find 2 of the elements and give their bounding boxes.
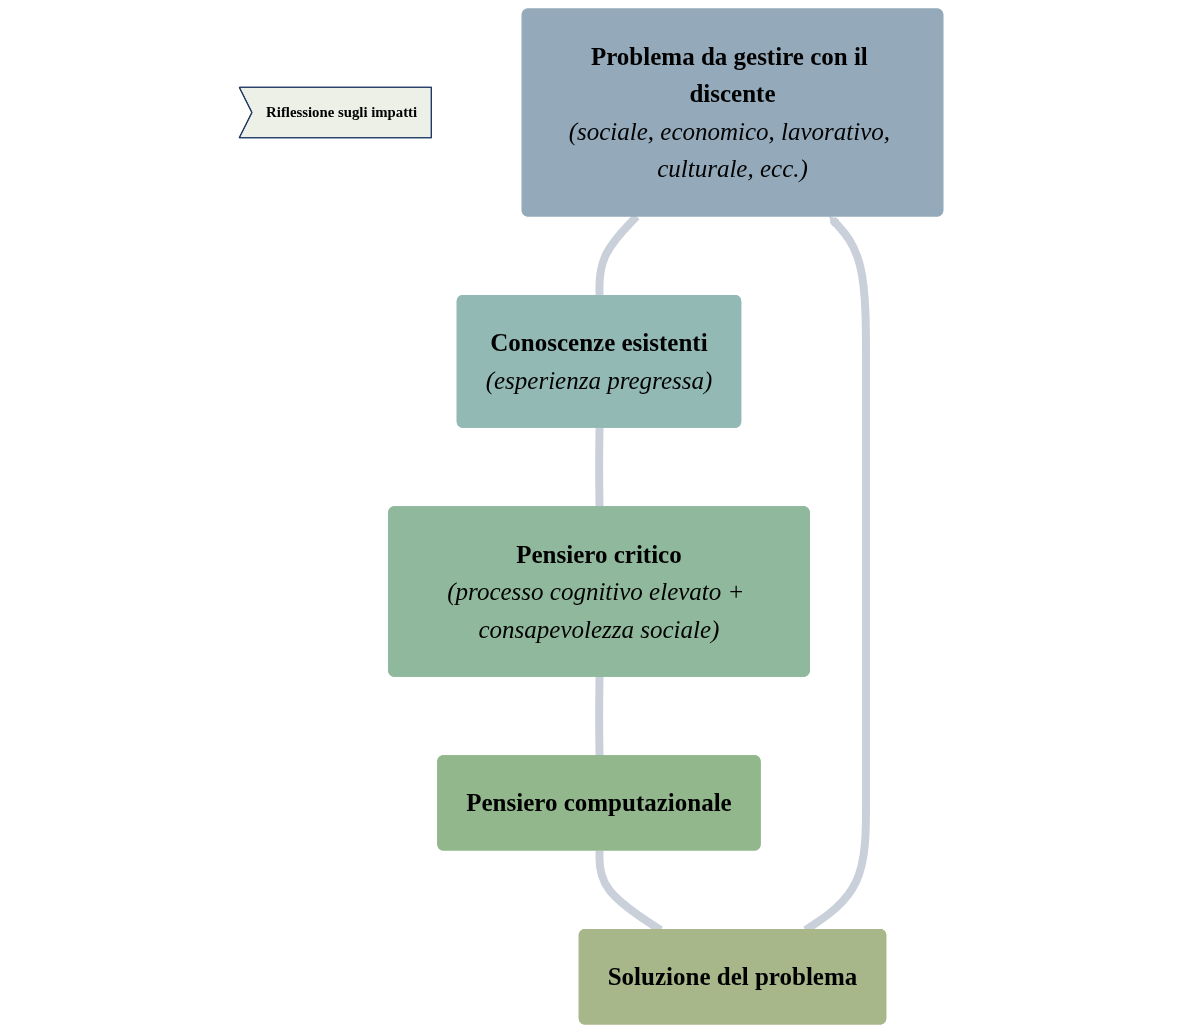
connector <box>595 427 604 508</box>
connector <box>595 676 604 757</box>
